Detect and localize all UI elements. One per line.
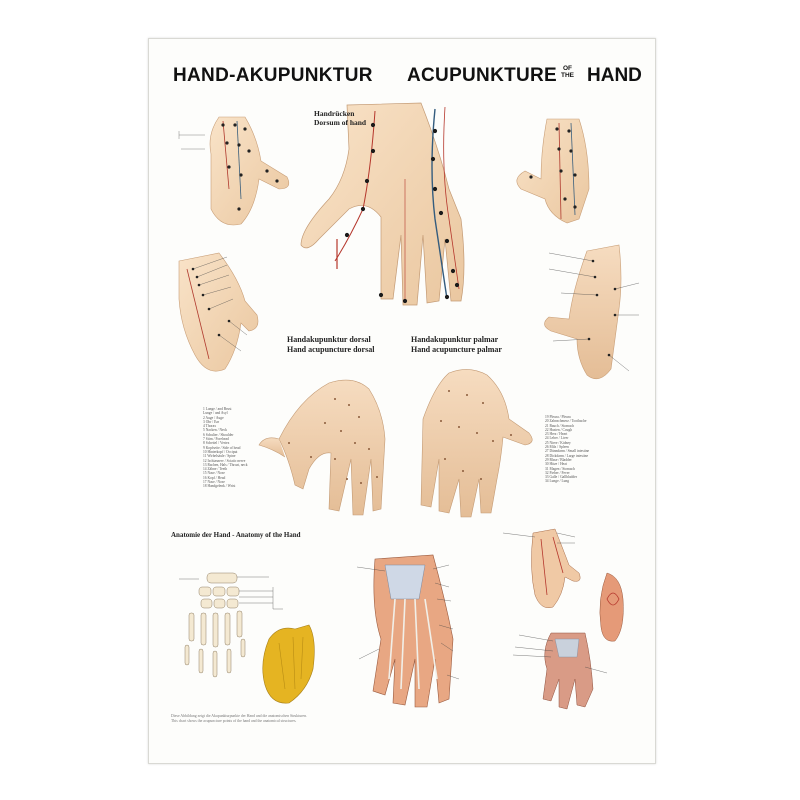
legend-item: 16 Kopf / Head: [203, 475, 226, 480]
dorsum-label-line1: Handrücken: [314, 109, 355, 118]
legend-item: 30 Hitze / Heat: [545, 462, 567, 467]
hand-middle-right-callouts: [544, 244, 640, 380]
hand-muscles-small: [512, 632, 608, 710]
palmar-label-line2: Hand acupuncture palmar: [411, 344, 502, 354]
legend-item: 27 Dünndarm / Small intestine: [545, 449, 590, 454]
title-of: OF: [562, 65, 573, 72]
hand-top-right: [516, 118, 590, 224]
legend-item: 17 Nase / Nose: [203, 480, 225, 485]
dorsum-label: Handrücken Dorsum of hand: [314, 109, 367, 127]
title-of-the: OF THE: [561, 65, 574, 79]
legend-item: 23 Herz / Heart: [545, 432, 568, 437]
title-the: THE: [561, 72, 574, 79]
legend-item: 11 Wirbelsäule / Spine: [203, 454, 236, 459]
dorsal-acupuncture-label: Handakupunktur dorsal Hand acupuncture d…: [287, 335, 374, 354]
footnote-line2: This chart shows the acupuncture points …: [171, 718, 297, 723]
legend-item: 15 Nase / Nose: [203, 471, 225, 476]
footnote-line1: Diese Abbildung zeigt die Akupunkturpunk…: [171, 714, 307, 718]
title-hand: HAND: [587, 65, 642, 86]
anatomy-poster: HAND-AKUPUNKTUR ACUPUNKTURE OF THE HAND: [148, 38, 656, 764]
legend-item: 12 Ischiasnerv / Sciatic nerve: [203, 458, 246, 463]
dorsal-label-line1: Handakupunktur dorsal: [287, 335, 371, 344]
palmar-acupuncture-label: Handakupunktur palmar Hand acupuncture p…: [411, 335, 502, 354]
legend-right: 19 Pleura / Pleura 20 Zahnschmerz / Toot…: [545, 415, 589, 484]
legend-item: 19 Pleura / Pleura: [545, 415, 571, 419]
hand-dorsal-acupuncture: [258, 379, 386, 516]
poster-title: HAND-AKUPUNKTUR ACUPUNKTURE OF THE HAND: [149, 65, 655, 95]
hand-palmar-acupuncture: [420, 369, 533, 518]
legend-item: 33 Galle / Gallbladder: [545, 475, 578, 480]
title-english: ACUPUNKTURE: [407, 65, 558, 86]
title-german: HAND-AKUPUNKTUR: [173, 65, 373, 86]
legend-item: 31 Magen / Stomach: [545, 466, 575, 471]
hand-top-left: [178, 116, 290, 226]
legend-item: 21 Bauch / Stomach: [545, 423, 575, 428]
footnote: Diese Abbildung zeigt die Akupunkturpunk…: [171, 714, 307, 723]
hand-dorsum-large: [300, 102, 465, 306]
legend-item: 25 Niere / Kidney: [545, 440, 571, 445]
hand-muscles-tendons: [356, 554, 460, 708]
legend-item: 26 Milz / Spleen: [545, 445, 569, 450]
legend-item: 22 Husten / Cough: [545, 427, 573, 432]
legend-item: 3 Ohr / Ear: [203, 419, 220, 424]
legend-item: 1 Lunge / and Brust: [203, 407, 232, 411]
legend-left: 1 Lunge / and Brust Lunge / and Asyl 2 A…: [203, 407, 248, 489]
legend-item: 18 Handgelenk / Wrist: [203, 484, 236, 489]
legend-item: 14 Zähne / Teeth: [203, 467, 228, 472]
hand-tendon-sheath: [262, 624, 315, 704]
legend-item: 10 Hinterkopf / Occiput: [203, 449, 238, 454]
legend-item: 8 Scheitel / Vertex: [203, 441, 230, 446]
legend-item: 5 Nacken / Neck: [203, 428, 228, 433]
legend-item: Lunge / and Asyl: [203, 411, 228, 416]
hand-skeleton: [179, 572, 283, 678]
dorsal-label-line2: Hand acupuncture dorsal: [287, 344, 375, 354]
legend-item: 24 Leber / Liver: [545, 436, 569, 441]
anatomy-label: Anatomie der Hand - Anatomy of the Hand: [171, 531, 301, 539]
legend-item: 2 Auge / Auge: [203, 415, 224, 420]
palmar-label-line1: Handakupunktur palmar: [411, 335, 499, 344]
legend-item: 20 Zahnschmerz / Toothache: [545, 419, 587, 424]
legend-item: 28 Dickdarm / Large intestine: [545, 453, 589, 458]
legend-item: 6 Schulter / Shoulder: [203, 432, 234, 437]
legend-item: 9 Kopfseite / Side of head: [203, 445, 241, 450]
legend-item: 29 Blase / Bladder: [545, 457, 572, 462]
hand-middle-left-callouts: [178, 252, 259, 372]
legend-item: 32 Fieber / Fever: [545, 470, 570, 475]
legend-item: 7 Stirn / Forehead: [203, 437, 229, 442]
illustration-canvas: [178, 102, 640, 710]
dorsum-label-line2: Dorsum of hand: [314, 117, 367, 127]
legend-item: 4 Thorax: [203, 424, 217, 429]
legend-item: 13 Rachen, Hals / Throat, neck: [203, 462, 248, 467]
hand-vessels-small: [502, 528, 624, 642]
legend-item: 34 Lunge / Lung: [545, 479, 570, 484]
